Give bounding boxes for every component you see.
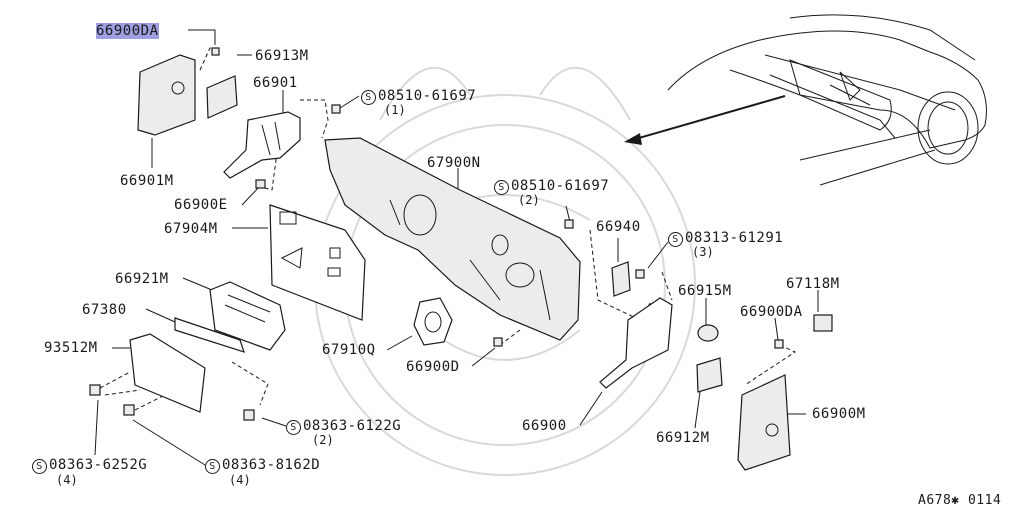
bolt-number: 08363-6252G — [49, 457, 148, 473]
part-number-highlight: 66900DA — [96, 23, 159, 39]
bracket-66921m — [209, 281, 286, 351]
bolt-symbol-icon: S — [494, 180, 509, 195]
bolt-08510-1 — [331, 104, 341, 114]
part-label-66901[interactable]: 66901 — [253, 75, 298, 91]
bolt-qty: (4) — [229, 473, 251, 487]
insulator-67904m — [269, 204, 366, 321]
part-label-66900da-right[interactable]: 66900DA — [740, 304, 803, 320]
part-label-66913m[interactable]: 66913M — [255, 48, 309, 64]
part-label-66900da-left[interactable]: 66900DA — [96, 23, 159, 39]
assembly-dashes — [99, 47, 797, 411]
part-label-66900d[interactable]: 66900D — [406, 359, 460, 375]
part-label-67904m[interactable]: 67904M — [164, 221, 218, 237]
part-label-67910q[interactable]: 67910Q — [322, 342, 376, 358]
bolt-qty: (4) — [56, 473, 78, 487]
part-label-66940[interactable]: 66940 — [596, 219, 641, 235]
bolt-qty: (2) — [312, 433, 334, 447]
part-label-93512m[interactable]: 93512M — [44, 340, 98, 356]
part-label-66900m[interactable]: 66900M — [812, 406, 866, 422]
dash-panel-67900n — [324, 137, 581, 341]
part-label-66921m[interactable]: 66921M — [115, 271, 169, 287]
part-label-66901m[interactable]: 66901M — [120, 173, 174, 189]
plate-66940 — [611, 261, 631, 297]
grommet-66915m — [697, 324, 719, 342]
part-label-66912m[interactable]: 66912M — [656, 430, 710, 446]
part-label-67380[interactable]: 67380 — [82, 302, 127, 318]
insulator-66900m — [737, 374, 791, 471]
bolt-66900e — [255, 179, 266, 189]
bolt-symbol-icon: S — [286, 420, 301, 435]
bolt-number: 08510-61697 — [378, 88, 477, 104]
bolt-08510-2 — [564, 219, 574, 229]
bolt-08363-6122g — [243, 409, 255, 421]
bolt-number: 08363-8162D — [222, 457, 321, 473]
part-label-66900[interactable]: 66900 — [522, 418, 567, 434]
bolt-symbol-icon: S — [205, 459, 220, 474]
bolt-symbol-icon: S — [361, 90, 376, 105]
part-label-66900e[interactable]: 66900E — [174, 197, 228, 213]
clip-66900d — [493, 337, 503, 347]
grommet-67910q — [413, 297, 453, 346]
bolt-08363-6252g — [89, 384, 101, 396]
bolt-qty: (2) — [518, 193, 540, 207]
clip-66900da-left — [211, 47, 220, 56]
bolt-08313 — [635, 269, 645, 279]
bracket-67380 — [174, 317, 245, 353]
bolt-symbol-icon: S — [668, 232, 683, 247]
pad-66912m — [696, 357, 723, 393]
bolt-number: 08363-6122G — [303, 418, 402, 434]
part-label-66915m[interactable]: 66915M — [678, 283, 732, 299]
bolt-number: 08313-61291 — [685, 230, 784, 246]
bolt-number: 08510-61697 — [511, 178, 610, 194]
insulator-66901m — [137, 54, 196, 136]
pad-66913m — [206, 75, 238, 119]
bolt-08363-8162d — [123, 404, 135, 416]
bracket-66901 — [223, 111, 301, 179]
block-67118m — [813, 314, 833, 332]
part-label-67900n[interactable]: 67900N — [427, 155, 481, 171]
clip-66900da-right — [774, 339, 784, 349]
part-label-67118m[interactable]: 67118M — [786, 276, 840, 292]
car-outline — [667, 14, 987, 186]
plate-93512m — [129, 333, 206, 413]
bracket-66900 — [599, 297, 673, 389]
bolt-symbol-icon: S — [32, 459, 47, 474]
diagram-id: A678✱ 0114 — [918, 493, 1002, 508]
bolt-qty: (1) — [384, 103, 406, 117]
bolt-qty: (3) — [692, 245, 714, 259]
